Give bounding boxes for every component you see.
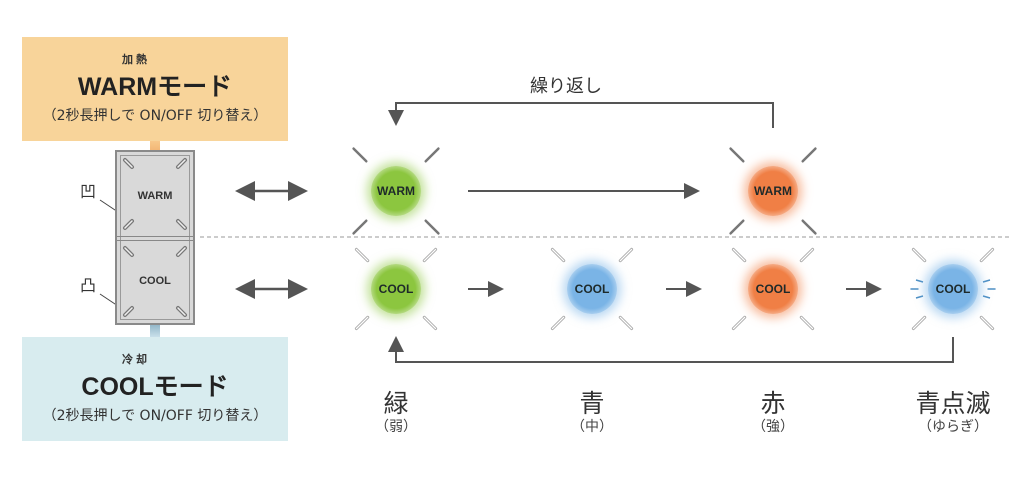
cool-loop-line xyxy=(388,336,954,363)
cool-led-ray xyxy=(355,316,369,330)
stage-sub: （弱） xyxy=(375,419,417,435)
stage-label-blue-blinking: 青点滅 （ゆらぎ） xyxy=(893,390,1013,436)
cool-led-blue: COOL xyxy=(567,264,617,314)
stage-main: 青点滅 xyxy=(915,389,991,418)
stage-sub: （中） xyxy=(571,419,613,435)
stage-sub: （強） xyxy=(752,419,794,435)
warm-loop-line xyxy=(388,102,774,128)
blink-dash xyxy=(982,279,991,283)
warm-led-ray xyxy=(801,147,817,163)
cool-mode-subtitle: （2秒長押しで ON/OFF 切り替え） xyxy=(42,408,268,424)
cool-led-ray xyxy=(732,248,746,262)
concave-label: 凹 xyxy=(80,182,97,201)
cool-led-ray xyxy=(732,316,746,330)
cool-led-ray xyxy=(423,248,437,262)
stage-sub: （ゆらぎ） xyxy=(918,419,988,435)
cool-led-ray xyxy=(800,316,814,330)
cool-led-ray xyxy=(980,316,994,330)
device-panel: WARM COOL xyxy=(115,150,195,325)
device-split xyxy=(117,236,193,241)
warm-mode-ruby: 加熱 xyxy=(122,53,150,66)
cool-button[interactable]: COOL xyxy=(139,275,171,287)
cool-mode-panel: 冷却 COOLモード （2秒長押しで ON/OFF 切り替え） xyxy=(22,337,288,441)
warm-button[interactable]: WARM xyxy=(137,190,173,202)
cool-mode-ruby: 冷却 xyxy=(122,353,150,366)
warm-led-ray xyxy=(424,219,440,235)
warm-mode-subtitle: （2秒長押しで ON/OFF 切り替え） xyxy=(42,108,268,124)
cool-mode-title: COOLモード xyxy=(81,373,229,401)
warm-mode-panel: 加熱 WARMモード （2秒長押しで ON/OFF 切り替え） xyxy=(22,37,288,141)
convex-label: 凸 xyxy=(80,276,97,295)
stage-main: 緑 xyxy=(383,389,409,418)
stage-label-green: 緑 （弱） xyxy=(336,390,456,436)
cool-led-ray xyxy=(423,316,437,330)
cool-led-ray xyxy=(912,316,926,330)
cool-led-ray xyxy=(619,316,633,330)
cool-led-ray xyxy=(551,316,565,330)
blink-dash xyxy=(915,279,924,283)
blink-dash xyxy=(915,295,924,299)
warm-led-ray xyxy=(352,147,368,163)
cool-led-blue-blinking: COOL xyxy=(928,264,978,314)
cool-led-red: COOL xyxy=(748,264,798,314)
warm-mode-title: WARMモード xyxy=(77,73,233,101)
warm-led-ray xyxy=(801,219,817,235)
blink-dash xyxy=(982,295,991,299)
cool-led-ray xyxy=(619,248,633,262)
warm-led-ray xyxy=(424,147,440,163)
warm-led-ray xyxy=(729,219,745,235)
cool-led-green: COOL xyxy=(371,264,421,314)
stage-main: 青 xyxy=(579,389,605,418)
stage-main: 赤 xyxy=(760,389,786,418)
device-frame xyxy=(120,155,190,320)
warm-led-ray xyxy=(729,147,745,163)
warm-led-green: WARM xyxy=(371,166,421,216)
warm-led-red: WARM xyxy=(748,166,798,216)
cool-led-ray xyxy=(912,248,926,262)
repeat-label: 繰り返し xyxy=(530,76,602,97)
device-marks xyxy=(123,158,187,317)
stage-label-blue: 青 （中） xyxy=(532,390,652,436)
cool-led-ray xyxy=(800,248,814,262)
stage-label-red: 赤 （強） xyxy=(713,390,833,436)
led-rays xyxy=(352,147,996,331)
cool-led-ray xyxy=(355,248,369,262)
cool-led-ray xyxy=(551,248,565,262)
warm-led-ray xyxy=(352,219,368,235)
cool-led-ray xyxy=(980,248,994,262)
